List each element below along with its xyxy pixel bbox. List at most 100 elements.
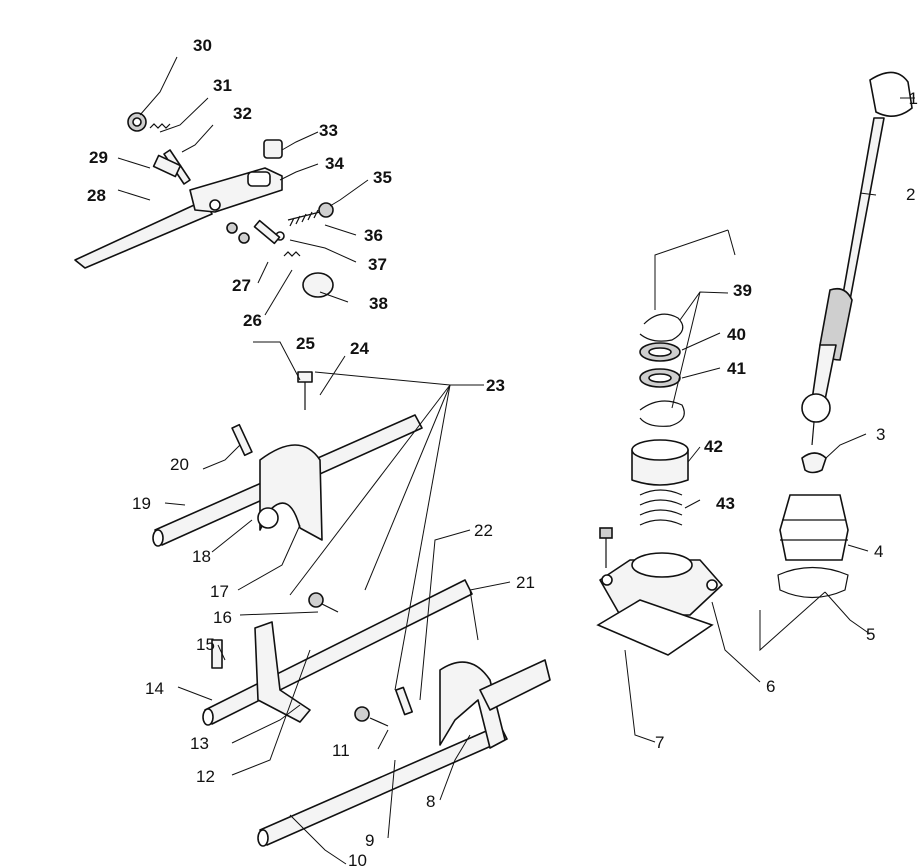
housing-hole xyxy=(209,199,221,211)
part-31-spring xyxy=(149,123,171,129)
part-35-nut xyxy=(318,202,334,218)
part-20-pin xyxy=(231,423,253,457)
mount-hole xyxy=(706,579,718,591)
callout-43: 43 xyxy=(716,494,735,513)
callout-11: 11 xyxy=(332,741,350,760)
part-30-nut-bore xyxy=(132,117,142,127)
bushing-top xyxy=(631,439,689,461)
callout-15: 15 xyxy=(196,635,215,654)
part-5-clamp-ring xyxy=(777,566,849,599)
callout-8: 8 xyxy=(426,792,435,811)
callout-10: 10 xyxy=(348,851,367,868)
callout-27: 27 xyxy=(232,276,251,295)
part-1-shift-knob xyxy=(869,71,913,117)
callout-32: 32 xyxy=(233,104,252,123)
callout-26: 26 xyxy=(243,311,262,330)
part-43-spring xyxy=(639,489,683,526)
callout-22: 22 xyxy=(474,521,493,540)
callout-14: 14 xyxy=(145,679,164,698)
part-11-bolt xyxy=(354,706,370,722)
boot-ridges xyxy=(780,519,848,541)
lever-tip xyxy=(811,421,815,446)
mount-hole xyxy=(601,574,613,586)
callout-labels: 1 2 3 4 5 6 7 8 9 10 11 12 13 14 15 16 1… xyxy=(87,36,918,868)
part-27-pin xyxy=(253,219,281,245)
part-14-shift-rail xyxy=(204,579,473,725)
callout-2: 2 xyxy=(906,185,915,204)
part-3-clip xyxy=(801,452,827,474)
callout-3: 3 xyxy=(876,425,885,444)
callout-25: 25 xyxy=(296,334,315,353)
part-11-bolt-thread xyxy=(369,717,389,727)
callout-6: 6 xyxy=(766,677,775,696)
part-40-ring-bore xyxy=(648,347,672,357)
callout-4: 4 xyxy=(874,542,883,561)
housing-bolt-head xyxy=(599,527,613,539)
part-26-spring xyxy=(283,251,301,257)
callout-1: 1 xyxy=(909,89,918,108)
shift-fork-assembly xyxy=(152,371,551,847)
callout-20: 20 xyxy=(170,455,189,474)
callout-9: 9 xyxy=(365,831,374,850)
part-38-cap xyxy=(302,272,334,298)
circlip-lower xyxy=(639,400,685,427)
callout-34: 34 xyxy=(325,154,344,173)
part-18-fork-boss xyxy=(257,507,279,529)
callout-19: 19 xyxy=(132,494,151,513)
part-16-bolt xyxy=(308,592,324,608)
part-8-shift-fork xyxy=(439,661,506,749)
part-24-bolt-head xyxy=(297,371,313,383)
callout-16: 16 xyxy=(213,608,232,627)
callout-18: 18 xyxy=(192,547,211,566)
callout-42: 42 xyxy=(704,437,723,456)
callout-37: 37 xyxy=(368,255,387,274)
callout-40: 40 xyxy=(727,325,746,344)
callout-12: 12 xyxy=(196,767,215,786)
housing-opening xyxy=(631,552,693,578)
callout-28: 28 xyxy=(87,186,106,205)
callout-7: 7 xyxy=(655,733,664,752)
part-29-bushing xyxy=(152,154,182,178)
part-2-shift-lever xyxy=(841,117,885,301)
rail-end xyxy=(202,708,214,726)
part-22-pin xyxy=(394,686,414,716)
part-28-shift-rod xyxy=(74,199,213,269)
callout-41: 41 xyxy=(727,359,746,378)
lever-ball xyxy=(801,393,831,423)
gear-lever-assembly xyxy=(777,71,913,599)
part-4-rubber-boot xyxy=(779,494,849,561)
part-21-selector-dog xyxy=(479,659,551,711)
callout-31: 31 xyxy=(213,76,232,95)
part-41-ring-bore xyxy=(648,373,672,383)
shift-linkage-rod-assembly xyxy=(74,112,334,298)
callout-38: 38 xyxy=(369,294,388,313)
washer xyxy=(238,232,250,244)
callout-36: 36 xyxy=(364,226,383,245)
rail-end xyxy=(152,529,164,547)
callout-35: 35 xyxy=(373,168,392,187)
callout-17: 17 xyxy=(210,582,229,601)
part-39-circlip xyxy=(639,313,684,342)
callout-24: 24 xyxy=(350,339,369,358)
callout-5: 5 xyxy=(866,625,875,644)
part-10-shift-rail xyxy=(259,724,508,846)
callout-30: 30 xyxy=(193,36,212,55)
housing-eye xyxy=(247,171,271,187)
rail-end xyxy=(257,829,269,847)
callout-29: 29 xyxy=(89,148,108,167)
callout-23: 23 xyxy=(486,376,505,395)
leader-lines xyxy=(117,56,915,865)
callout-13: 13 xyxy=(190,734,209,753)
lever-bushing-stack xyxy=(596,313,723,656)
callout-21: 21 xyxy=(516,573,535,592)
callout-33: 33 xyxy=(319,121,338,140)
washer xyxy=(226,222,238,234)
callout-39: 39 xyxy=(733,281,752,300)
part-13-shift-fork xyxy=(254,621,311,723)
lever-lower-section xyxy=(811,344,837,401)
part-36-bolt xyxy=(287,209,321,227)
part-33-collar xyxy=(263,139,283,159)
part-17-shift-fork xyxy=(259,444,323,541)
part-16-bolt-thread xyxy=(321,603,339,613)
